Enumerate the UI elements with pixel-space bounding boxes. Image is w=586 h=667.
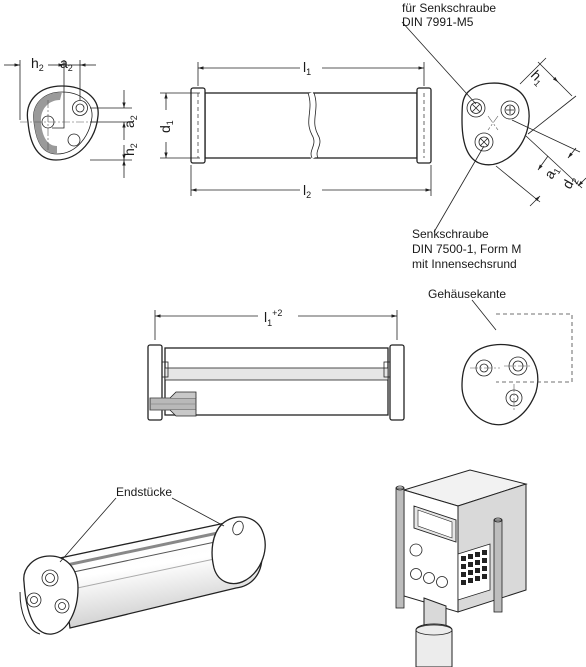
dim-a2-side: a2 bbox=[121, 115, 139, 128]
dim-l1-tolerance: l1+2 bbox=[264, 308, 282, 328]
dim-h2-side: h2 bbox=[121, 143, 139, 156]
label-bottom-note-3: mit Innensechsrund bbox=[412, 257, 517, 271]
isometric-handle bbox=[19, 497, 266, 635]
dim-l1: l1 bbox=[303, 59, 311, 77]
label-bottom-note-1: Senkschraube bbox=[412, 227, 489, 241]
end-view-left-dimensions bbox=[4, 60, 132, 178]
dim-a1: a1 bbox=[541, 162, 563, 182]
label-bottom-note-2: DIN 7500-1, Form M bbox=[412, 242, 521, 256]
dim-a2-top: a2 bbox=[60, 55, 73, 73]
dim-l2: l2 bbox=[303, 182, 311, 200]
label-housing-edge: Gehäusekante bbox=[428, 287, 506, 301]
end-view-right bbox=[461, 82, 530, 166]
isometric-enclosure bbox=[395, 469, 528, 667]
side-view bbox=[190, 87, 432, 164]
end-view-right-dimensions bbox=[401, 21, 586, 233]
side-view-dimensions bbox=[160, 62, 432, 196]
mounting-view bbox=[461, 299, 573, 426]
label-top-note-2: DIN 7991-M5 bbox=[402, 15, 474, 29]
dim-h1: h1 bbox=[526, 67, 548, 89]
label-end-pieces: Endstücke bbox=[116, 485, 172, 499]
dim-d2: d2 bbox=[559, 172, 581, 192]
dim-d1: d1 bbox=[157, 120, 175, 133]
section-view-dimensions bbox=[154, 310, 398, 340]
dim-h2-top: h2 bbox=[31, 55, 44, 73]
label-top-note-1: für Senkschraube bbox=[402, 1, 496, 15]
section-view bbox=[147, 344, 405, 421]
end-view-left bbox=[20, 85, 100, 161]
